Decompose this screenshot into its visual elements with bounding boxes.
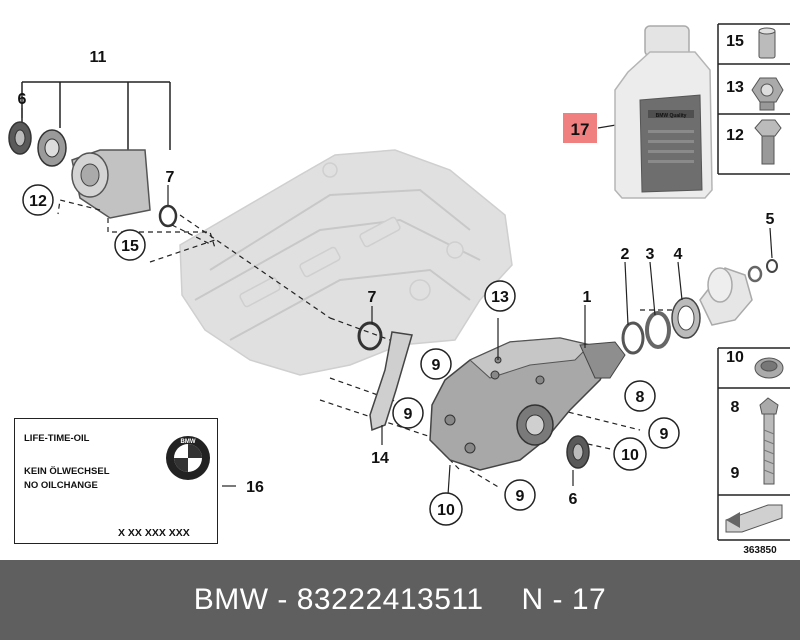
label-line-3: NO OILCHANGE — [24, 480, 98, 491]
sidebar-callout-10: 10 — [726, 349, 744, 366]
bmw-logo: BMW — [166, 436, 210, 480]
bmw-logo-text: BMW — [181, 439, 196, 445]
callout-9-d: 9 — [516, 488, 525, 505]
callout-2: 2 — [621, 246, 630, 263]
callout-16: 16 — [246, 479, 264, 496]
image-id: 363850 — [743, 545, 777, 556]
callout-11: 11 — [90, 49, 107, 66]
bracket-11 — [21, 81, 171, 150]
left-flange-assembly — [8, 121, 178, 228]
callout-10-a: 10 — [621, 447, 639, 464]
seal-7-lower — [357, 321, 383, 351]
output-flange — [699, 259, 778, 326]
parts-diagram: BMW Quality 17 15 13 12 10 8 9 — [8, 23, 790, 556]
sidebar-top-panel — [717, 23, 790, 175]
sidebar-callout-12: 12 — [726, 127, 744, 144]
shims — [621, 297, 701, 355]
callout-6-top: 6 — [18, 91, 27, 108]
front-differential — [429, 318, 626, 471]
oil-bottle: BMW Quality — [614, 25, 713, 199]
sidebar-top-parts — [751, 27, 784, 165]
callout-1: 1 — [583, 289, 592, 306]
callout-14: 14 — [371, 450, 389, 467]
callout-9-b: 9 — [404, 406, 413, 423]
callout-12: 12 — [29, 193, 47, 210]
sidebar-bottom-panel — [717, 347, 790, 541]
footer-bar: BMW - 83222413511 N - 17 — [0, 560, 800, 640]
sidebar-callout-9: 9 — [731, 465, 740, 482]
sidebar-callout-15: 15 — [726, 33, 744, 50]
callout-8: 8 — [636, 389, 645, 406]
seal-6-lower — [566, 435, 590, 469]
lifetime-oil-label: LIFE-TIME-OIL KEIN ÖLWECHSEL NO OILCHANG… — [14, 418, 218, 544]
callout-7-top: 7 — [166, 169, 175, 186]
ghost-housing — [179, 149, 513, 376]
circled-callouts — [22, 184, 680, 526]
callout-9-c: 9 — [660, 426, 669, 443]
callout-15: 15 — [121, 238, 139, 255]
sidebar-callout-13: 13 — [726, 79, 744, 96]
highlight-17 — [563, 113, 597, 143]
sidebar-bottom-parts — [725, 357, 784, 533]
footer-text: BMW - 83222413511 N - 17 — [0, 560, 800, 640]
callout-9-a: 9 — [432, 357, 441, 374]
label-code: X XX XXX XXX — [118, 527, 190, 539]
callout-10-b: 10 — [437, 502, 455, 519]
callout-7-lower: 7 — [368, 289, 377, 306]
label-line-2: KEIN ÖLWECHSEL — [24, 466, 110, 477]
footer-position: N - 17 — [521, 583, 607, 616]
callout-6-lower: 6 — [569, 491, 578, 508]
sidebar-callout-8: 8 — [731, 399, 740, 416]
leader-lines — [21, 108, 773, 496]
label-line-1: LIFE-TIME-OIL — [24, 433, 90, 444]
callout-3: 3 — [646, 246, 655, 263]
footer-part-number: BMW - 83222413511 — [193, 583, 484, 616]
callout-17: 17 — [571, 120, 590, 139]
callout-4: 4 — [674, 246, 683, 263]
oil-bottle-label: BMW Quality — [656, 113, 687, 119]
callout-13: 13 — [491, 289, 509, 306]
callout-5: 5 — [766, 211, 775, 228]
gasket-14 — [369, 331, 413, 432]
